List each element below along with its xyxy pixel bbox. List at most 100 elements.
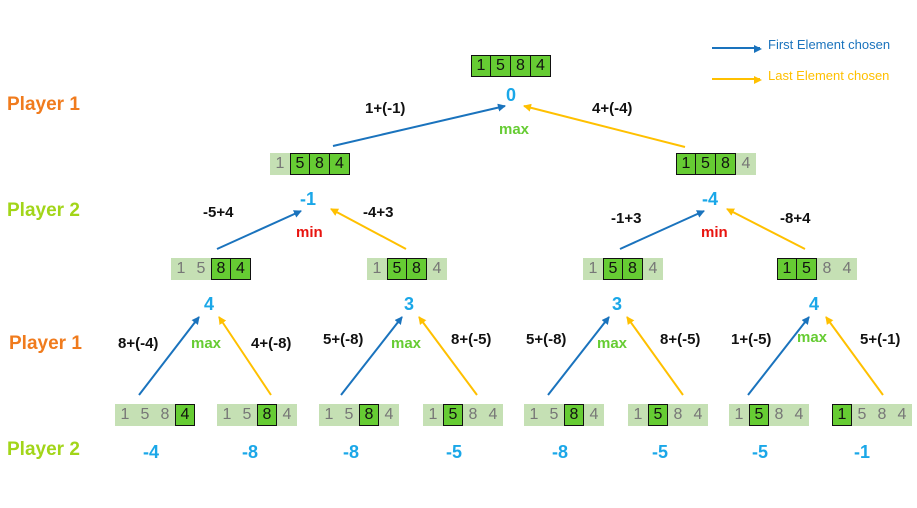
node-score-7: -4	[142, 442, 159, 462]
edge-label-9: 8+(-5)	[451, 331, 492, 348]
array-cell: 5	[387, 258, 407, 280]
array-cell: 1	[324, 406, 334, 423]
max-label-5: max	[597, 335, 628, 352]
legend-first-line	[712, 45, 762, 53]
array-cell: 1	[120, 406, 130, 423]
array-cell: 8	[257, 404, 277, 426]
array-cell: 8	[310, 153, 330, 175]
edge-arrow-first-0	[332, 103, 506, 147]
node-score-11: -8	[551, 442, 568, 462]
node-score-6: 4	[808, 294, 819, 314]
array-cell: 8	[774, 406, 784, 423]
edge-arrow-last-7	[218, 316, 272, 396]
array-cell: 5	[696, 153, 716, 175]
array-cell: 4	[794, 406, 804, 423]
array-cell: 5	[549, 406, 559, 423]
legend-last-line	[712, 76, 762, 84]
edge-label-2: -5+4	[203, 204, 234, 221]
array-cell: 8	[511, 55, 531, 77]
array-cell: 4	[897, 406, 907, 423]
array-cell: 5	[443, 404, 463, 426]
edge-label-0: 1+(-1)	[365, 100, 406, 117]
array-cell: 4	[175, 404, 195, 426]
array-cell: 1	[471, 55, 491, 77]
array-cell: 5	[603, 258, 623, 280]
array-cell: 1	[832, 404, 852, 426]
edge-arrow-first-2	[216, 210, 302, 250]
edge-label-12: 1+(-5)	[731, 331, 772, 348]
array-cell: 4	[330, 153, 350, 175]
edge-label-11: 8+(-5)	[660, 331, 701, 348]
edge-arrow-last-5	[726, 208, 806, 250]
array-cell: 5	[648, 404, 668, 426]
array-cell: 4	[231, 258, 251, 280]
edge-label-10: 5+(-8)	[526, 331, 567, 348]
player-label-level-2: Player 1	[9, 333, 82, 354]
player-label-level-3: Player 2	[7, 439, 80, 460]
node-score-9: -8	[342, 442, 359, 462]
node-score-5: 3	[611, 294, 622, 314]
min-label-left: min	[296, 224, 323, 241]
array-cell: 5	[857, 406, 867, 423]
edge-arrow-last-3	[330, 208, 407, 250]
array-cell: 5	[344, 406, 354, 423]
legend-first-label: First Element chosen	[768, 37, 891, 52]
array-cell: 8	[211, 258, 231, 280]
array-cell: 5	[290, 153, 310, 175]
array-cell: 8	[877, 406, 887, 423]
array-cell: 5	[196, 260, 206, 277]
player-label-level-0: Player 1	[7, 94, 80, 115]
edge-label-5: -8+4	[780, 210, 811, 227]
array-cell: 1	[372, 260, 382, 277]
array-cell: 1	[633, 406, 643, 423]
edge-label-6: 8+(-4)	[118, 335, 159, 352]
array-cell: 8	[716, 153, 736, 175]
edge-label-1: 4+(-4)	[592, 100, 633, 117]
array-cell: 4	[648, 260, 658, 277]
array-cell: 4	[693, 406, 703, 423]
node-score-2: -4	[701, 189, 718, 209]
array-cell: 1	[676, 153, 696, 175]
player-label-level-1: Player 2	[7, 200, 80, 221]
node-score-12: -5	[651, 442, 668, 462]
array-cell: 5	[797, 258, 817, 280]
array-cell: 4	[488, 406, 498, 423]
array-cell: 1	[529, 406, 539, 423]
edge-arrow-last-9	[418, 316, 478, 396]
array-cell: 8	[623, 258, 643, 280]
node-score-8: -8	[241, 442, 258, 462]
edge-label-13: 5+(-1)	[860, 331, 901, 348]
edge-arrow-last-1	[523, 103, 686, 148]
array-cell: 1	[222, 406, 232, 423]
edge-arrow-last-11	[626, 316, 684, 396]
min-label-right: min	[701, 224, 728, 241]
node-score-0: 0	[505, 85, 516, 105]
edge-arrow-first-4	[619, 210, 705, 250]
array-cell: 4	[589, 406, 599, 423]
array-cell: 8	[673, 406, 683, 423]
edge-arrow-last-13	[825, 316, 884, 396]
array-cell: 8	[564, 404, 584, 426]
legend-last-label: Last Element chosen	[768, 68, 890, 83]
array-cell: 4	[842, 260, 852, 277]
edge-label-8: 5+(-8)	[323, 331, 364, 348]
node-score-13: -5	[751, 442, 768, 462]
array-cell: 1	[588, 260, 598, 277]
array-cell: 1	[734, 406, 744, 423]
array-cell: 8	[822, 260, 832, 277]
node-score-14: -1	[853, 442, 870, 462]
array-cell: 4	[432, 260, 442, 277]
array-cell: 8	[407, 258, 427, 280]
array-cell: 4	[384, 406, 394, 423]
